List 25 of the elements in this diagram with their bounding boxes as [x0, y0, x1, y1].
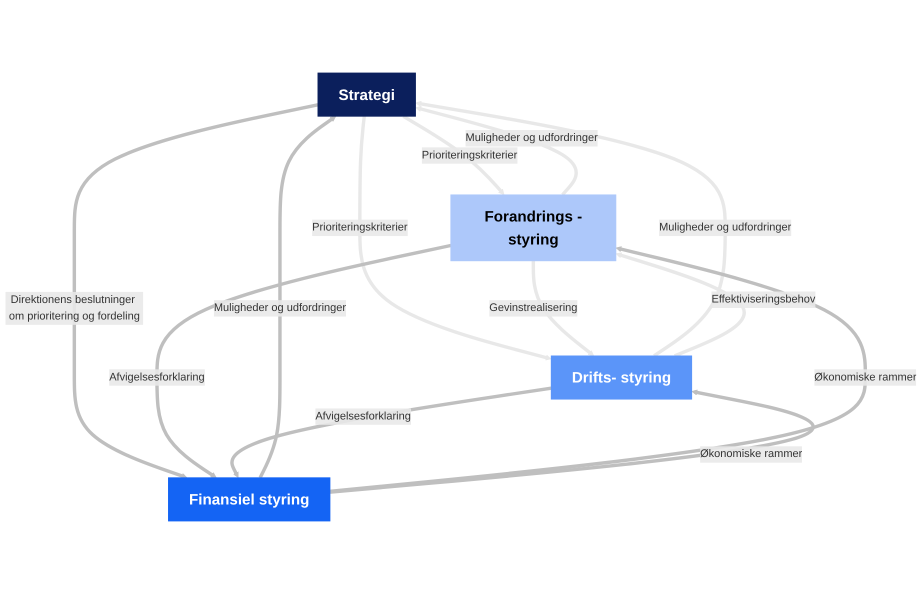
arrow — [330, 390, 814, 494]
arrow — [415, 106, 578, 196]
edge-label: Afvigelsesforklaring — [109, 371, 205, 384]
edge-label: Gevinstrealisering — [489, 302, 578, 314]
edge-label: Prioriteringskriterier — [422, 149, 518, 162]
arrow — [330, 246, 868, 494]
edge-label: Økonomiske rammer — [814, 371, 916, 384]
node-box: Drifts- styring — [550, 356, 692, 400]
arrow — [72, 103, 318, 479]
edge-label: Muligheder og udfordringer — [659, 222, 792, 234]
arrow — [616, 252, 746, 358]
edge-label: Effektiviseringsbehov — [711, 294, 816, 306]
arrow — [230, 386, 552, 478]
edge-label: Afvigelsesforklaring — [315, 410, 411, 422]
edge-label: Direktionens beslutninger om prioritering og fordeling — [8, 294, 140, 322]
edge-label: Økonomiske rammer — [700, 448, 802, 460]
node-box: Strategi — [318, 72, 416, 117]
edge-label: Prioriteringskriterier — [312, 222, 408, 234]
arrow — [358, 116, 552, 360]
node-box: Forandrings -styring — [450, 194, 616, 262]
arrow — [155, 244, 452, 478]
node-box: Finansiel styring — [168, 477, 330, 522]
edge-label: Muligheder og udfordringer — [466, 132, 598, 144]
edge-label: Muligheder og udfordringer — [214, 302, 346, 314]
arrow — [258, 116, 336, 478]
